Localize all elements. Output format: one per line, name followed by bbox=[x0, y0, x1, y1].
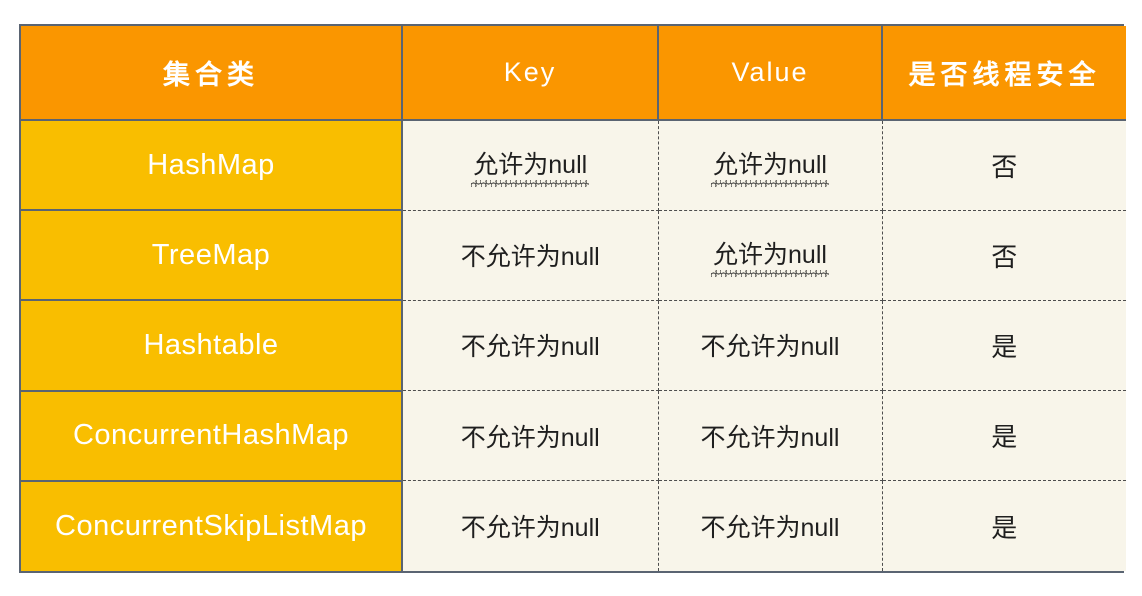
cell-value-3: 不允许为null bbox=[658, 390, 883, 482]
cell-thread-safe-3: 是 bbox=[882, 390, 1126, 482]
cell-key-2: 不允许为null bbox=[402, 300, 659, 392]
column-header-value: Value bbox=[658, 26, 883, 121]
cell-value-2: 不允许为null bbox=[658, 300, 883, 392]
cell-value-4: 不允许为null bbox=[658, 480, 883, 571]
cell-collection-class-1: TreeMap bbox=[21, 210, 403, 302]
wavy-underline-text: 允许为null bbox=[471, 145, 590, 188]
table-header: 集合类 Key Value 是否线程安全 bbox=[21, 26, 1126, 121]
map-comparison-table: 集合类 Key Value 是否线程安全 HashMap 允许为null 允许为nu… bbox=[21, 26, 1126, 571]
cell-value-1: 允许为null bbox=[658, 210, 883, 301]
cell-key-1: 不允许为null bbox=[402, 210, 659, 301]
cell-key-4: 不允许为null bbox=[402, 480, 659, 571]
cell-collection-class-0: HashMap bbox=[21, 120, 403, 212]
cell-thread-safe-4: 是 bbox=[882, 480, 1126, 571]
cell-thread-safe-0: 否 bbox=[882, 120, 1126, 211]
cell-thread-safe-1: 否 bbox=[882, 210, 1126, 301]
cell-collection-class-4: ConcurrentSkipListMap bbox=[21, 480, 403, 571]
cell-collection-class-2: Hashtable bbox=[21, 300, 403, 392]
table-row: HashMap 允许为null 允许为null 否 bbox=[21, 120, 1126, 212]
cell-thread-safe-2: 是 bbox=[882, 300, 1126, 392]
column-header-key: Key bbox=[402, 26, 659, 121]
cell-key-0: 允许为null bbox=[402, 120, 659, 211]
cell-value-0: 允许为null bbox=[658, 120, 883, 211]
table-header-row: 集合类 Key Value 是否线程安全 bbox=[21, 26, 1126, 121]
column-header-thread-safe: 是否线程安全 bbox=[882, 26, 1126, 121]
cell-collection-class-3: ConcurrentHashMap bbox=[21, 390, 403, 482]
column-header-collection-class: 集合类 bbox=[21, 26, 403, 121]
comparison-table-container: 集合类 Key Value 是否线程安全 HashMap 允许为null 允许为nu… bbox=[19, 24, 1126, 573]
wavy-underline-text: 允许为null bbox=[711, 235, 829, 278]
cell-key-3: 不允许为null bbox=[402, 390, 659, 482]
wavy-underline-text: 允许为null bbox=[711, 145, 829, 188]
